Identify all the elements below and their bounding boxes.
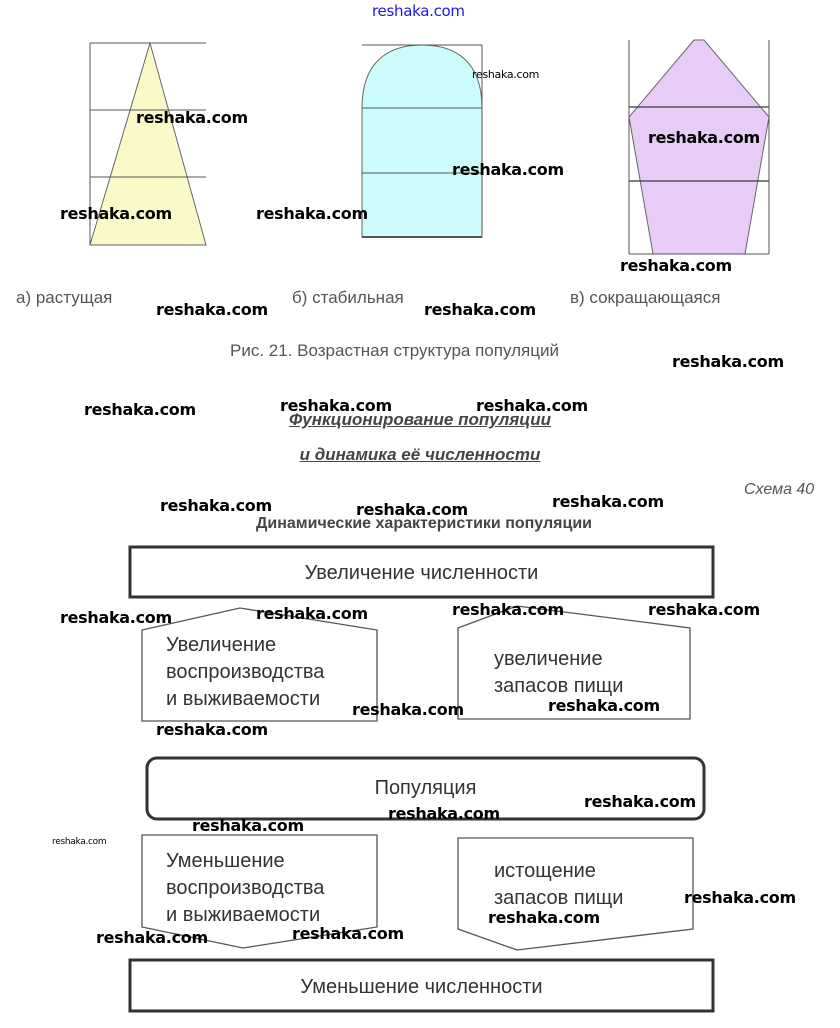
increase-right-label: увеличение запасов пищи: [494, 646, 623, 700]
population-box: [145, 756, 706, 821]
watermark: reshaka.com: [256, 604, 368, 623]
watermark: reshaka.com: [648, 600, 760, 619]
scheme-title: Динамические характеристики популяции: [255, 515, 592, 532]
watermark: reshaka.com: [60, 608, 172, 627]
watermark: reshaka.com: [352, 700, 464, 719]
watermark: reshaka.com: [552, 492, 664, 511]
watermark: reshaka.com: [136, 108, 248, 127]
watermark: reshaka.com: [156, 300, 268, 319]
watermark: reshaka.com: [52, 837, 107, 847]
watermark: reshaka.com: [372, 2, 465, 20]
watermark: reshaka.com: [292, 924, 404, 943]
figure-title: Рис. 21. Возрастная структура популяций: [230, 341, 559, 360]
watermark: reshaka.com: [472, 68, 540, 81]
line: воспроизводства: [166, 661, 325, 683]
line: Уменьшение: [166, 850, 285, 872]
line: и выживаемости: [166, 688, 321, 710]
line: Увеличение: [166, 634, 277, 656]
increase-label: Увеличение численности: [304, 562, 539, 584]
watermark: reshaka.com: [256, 204, 368, 223]
watermark: reshaka.com: [60, 204, 172, 223]
watermark: reshaka.com: [280, 396, 392, 415]
watermark: reshaka.com: [160, 496, 272, 515]
line: запасов пищи: [494, 675, 624, 697]
pyramid-growing: [89, 41, 207, 246]
caption-stable: б) стабильная: [292, 288, 404, 307]
section-title-line1: Функционирование популяции: [288, 410, 552, 429]
watermark: reshaka.com: [356, 500, 468, 519]
watermark: reshaka.com: [584, 792, 696, 811]
section-title-line2: и динамика её численности: [299, 445, 541, 464]
decrease-label: Уменьшение численности: [300, 976, 543, 998]
line: истощение: [494, 860, 596, 882]
watermark: reshaka.com: [452, 600, 564, 619]
watermark: reshaka.com: [452, 160, 564, 179]
increase-left-label: Увеличение воспроизводства и выживаемост…: [166, 632, 324, 713]
watermark: reshaka.com: [192, 816, 304, 835]
population-label: Популяция: [374, 777, 477, 799]
line: увеличение: [494, 648, 603, 670]
line: и выживаемости: [166, 904, 321, 926]
caption-declining: в) сокращающаяся: [570, 288, 721, 307]
decrease-left-box: [141, 834, 378, 949]
watermark: reshaka.com: [672, 352, 784, 371]
watermark: reshaka.com: [84, 400, 196, 419]
decrease-right-box: [457, 837, 694, 951]
increase-box: [128, 545, 715, 599]
watermark: reshaka.com: [96, 928, 208, 947]
decrease-right-label: истощение запасов пищи: [494, 858, 623, 912]
decrease-box: [128, 958, 715, 1013]
pyramid-declining: [628, 39, 770, 255]
increase-left-box: [141, 607, 378, 722]
increase-right-box: [457, 605, 691, 720]
line: воспроизводства: [166, 877, 325, 899]
watermark: reshaka.com: [684, 888, 796, 907]
watermark: reshaka.com: [488, 908, 600, 927]
caption-growing: а) растущая: [16, 288, 113, 307]
watermark: reshaka.com: [620, 256, 732, 275]
pyramid-stable: [361, 44, 483, 238]
watermark: reshaka.com: [388, 804, 500, 823]
watermark: reshaka.com: [424, 300, 536, 319]
watermark: reshaka.com: [476, 396, 588, 415]
watermark: reshaka.com: [156, 720, 268, 739]
decrease-left-label: Уменьшение воспроизводства и выживаемост…: [166, 848, 324, 929]
scheme-label: Схема 40: [744, 481, 815, 498]
line: запасов пищи: [494, 887, 624, 909]
watermark: reshaka.com: [548, 696, 660, 715]
watermark: reshaka.com: [648, 128, 760, 147]
